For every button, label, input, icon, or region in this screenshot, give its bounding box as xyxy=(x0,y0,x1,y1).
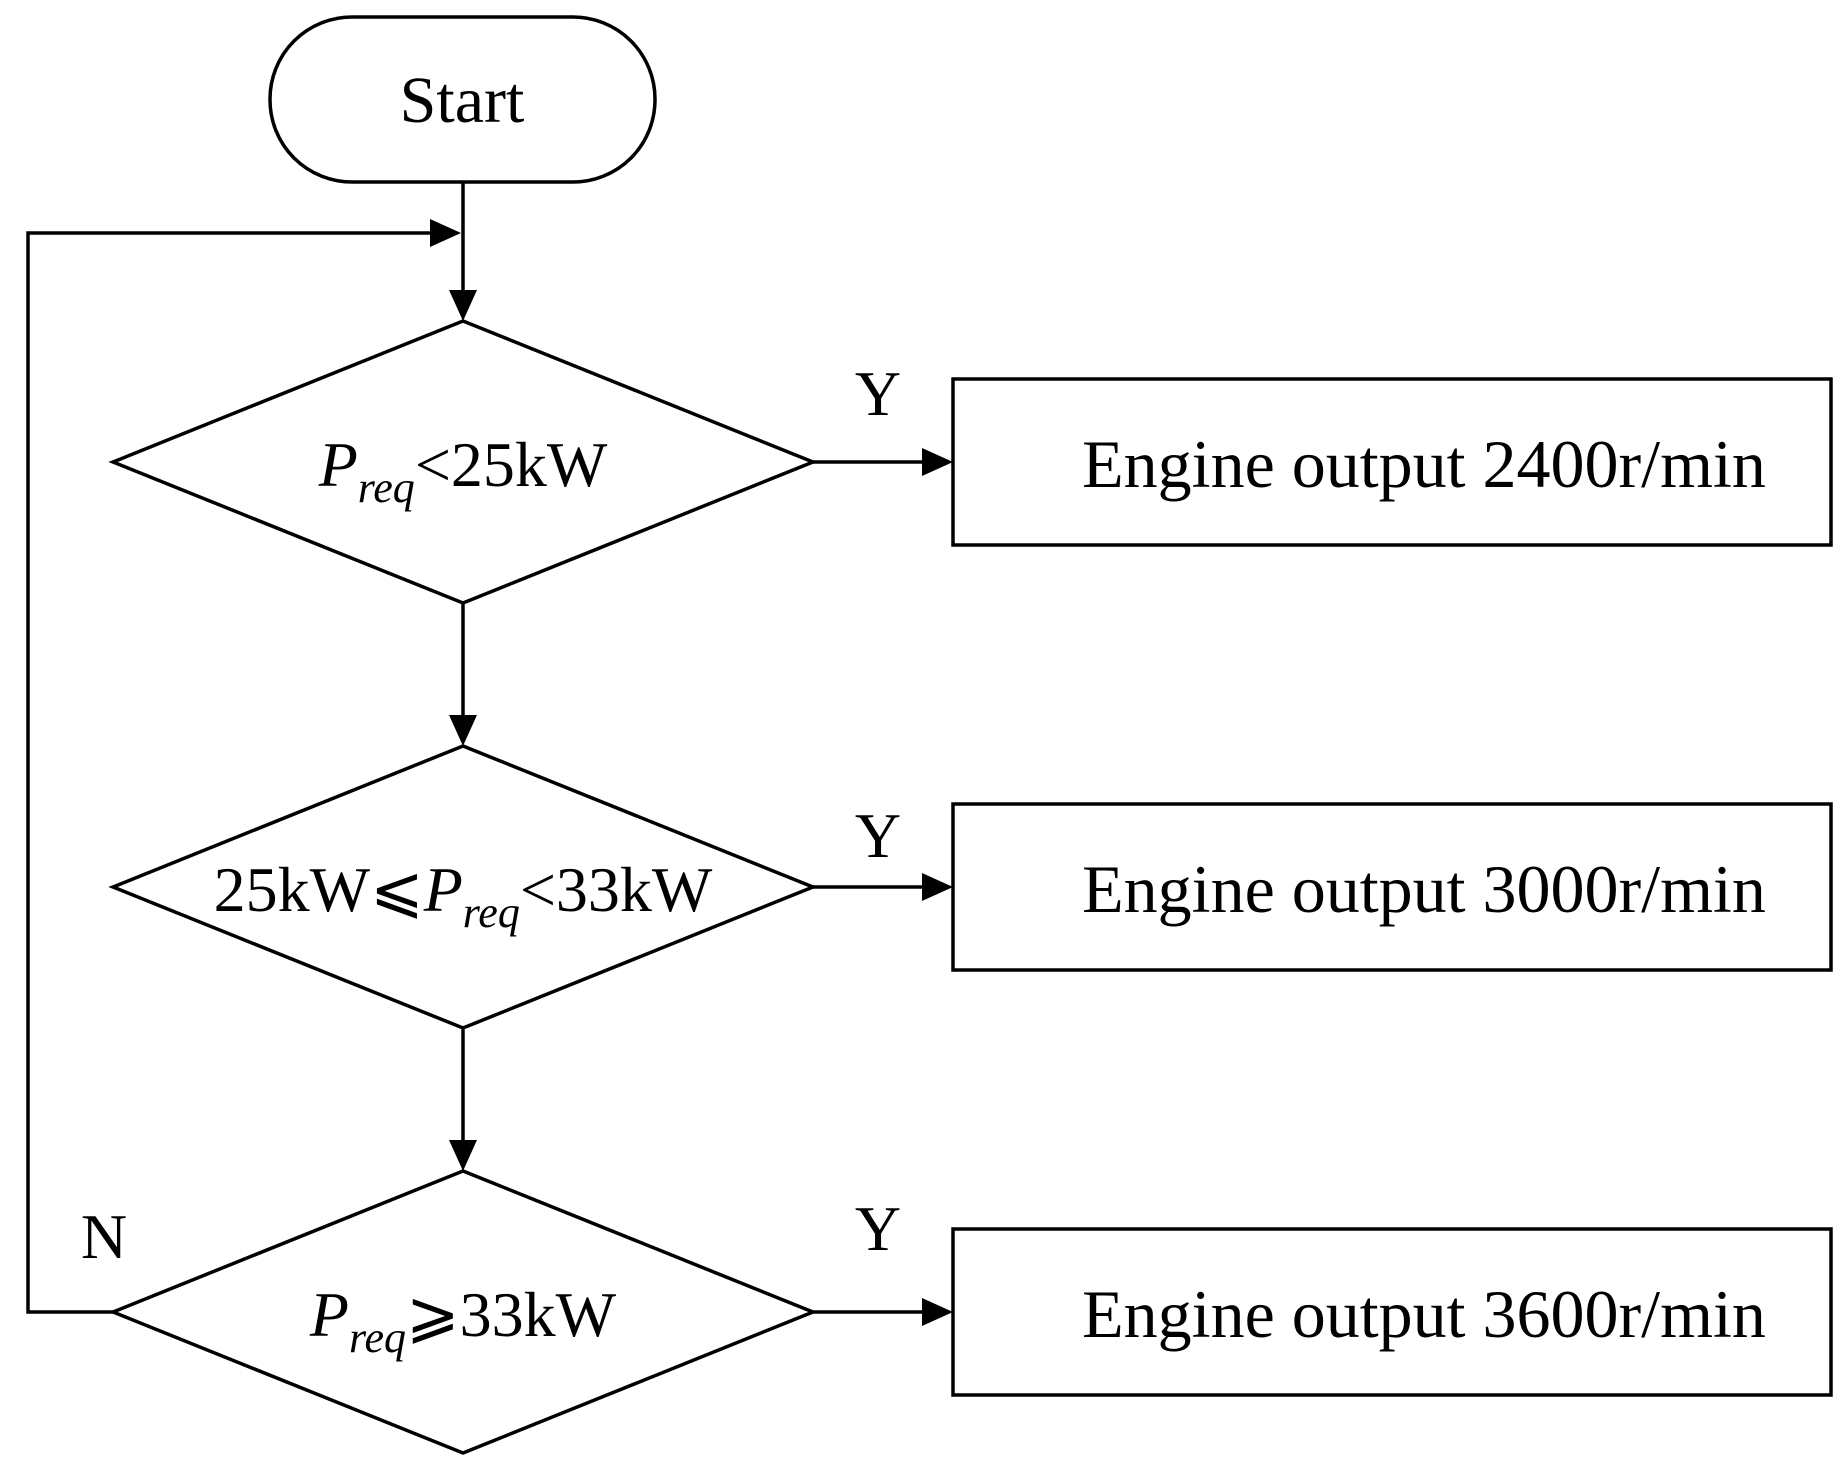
decision-3-var: P xyxy=(309,1279,349,1350)
action-box-2 xyxy=(951,802,1833,972)
decision-2-var: P xyxy=(423,854,463,925)
decision-diamond-3 xyxy=(108,1169,818,1455)
arrowhead-action-1 xyxy=(922,448,953,476)
decision-2-val: 33kW xyxy=(556,854,713,925)
decision-1-val: 25kW xyxy=(451,429,608,500)
decision-1-condition: Preq<25kW xyxy=(318,429,608,512)
decision-2-pre-rel: ⩽ xyxy=(370,854,424,925)
start-label: Start xyxy=(400,64,525,137)
arrowhead-decision-1-top xyxy=(449,290,477,321)
arrowhead-action-2 xyxy=(922,873,953,901)
decision-3-rel: ⩾ xyxy=(406,1279,460,1350)
action-3-label: Engine output 3600r/min xyxy=(1082,1276,1766,1352)
arrowhead-decision-2-top xyxy=(449,715,477,746)
decision-2-condition: 25kW⩽Preq<33kW xyxy=(214,854,713,937)
yes-label-1: Y xyxy=(855,358,901,429)
decision-1-var: P xyxy=(318,429,358,500)
action-1-label: Engine output 2400r/min xyxy=(1082,426,1766,502)
decision-2-sub: req xyxy=(463,888,520,937)
arrowhead-loop-return xyxy=(430,219,461,247)
action-box-3 xyxy=(951,1227,1833,1397)
decision-2-rel: < xyxy=(520,854,556,925)
decision-1-rel: < xyxy=(415,429,451,500)
decision-2-pre: 25kW xyxy=(214,854,371,925)
action-2-label: Engine output 3000r/min xyxy=(1082,851,1766,927)
yes-label-2: Y xyxy=(855,800,901,871)
decision-1-sub: req xyxy=(358,463,415,512)
no-label: N xyxy=(81,1201,127,1272)
decision-3-sub: req xyxy=(349,1313,406,1362)
decision-3-val: 33kW xyxy=(460,1279,617,1350)
arrowhead-decision-3-top xyxy=(449,1140,477,1171)
decision-3-condition: Preq⩾33kW xyxy=(309,1279,617,1362)
yes-label-3: Y xyxy=(855,1193,901,1264)
connector-no-loop xyxy=(26,231,432,1314)
arrowhead-action-3 xyxy=(922,1298,953,1326)
